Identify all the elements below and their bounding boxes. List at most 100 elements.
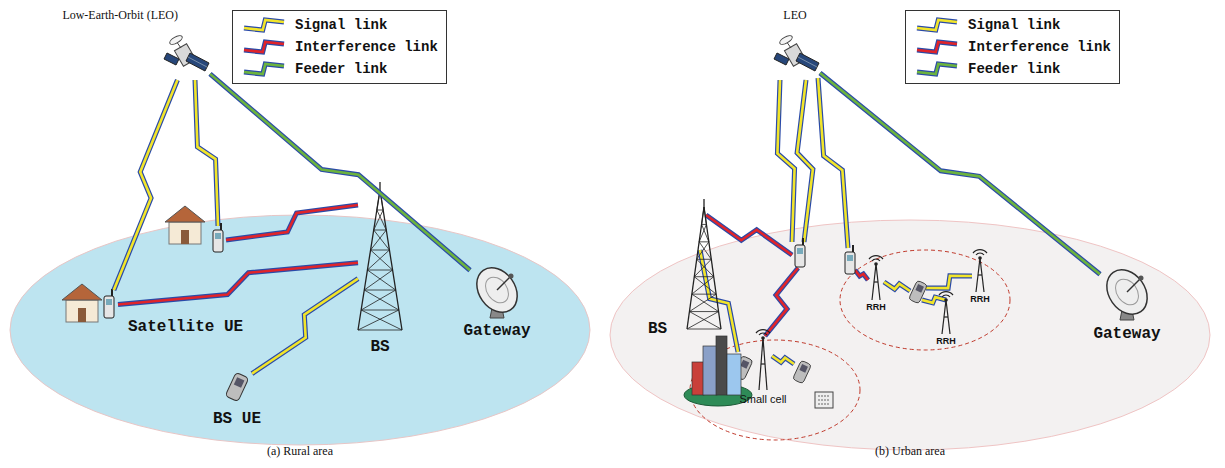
legend-row: Signal link (914, 14, 1111, 36)
device-icons (62, 34, 1156, 408)
link-core (244, 42, 284, 52)
link-core (244, 64, 284, 74)
satellite-icon (774, 34, 819, 71)
legend-row: Feeder link (241, 58, 438, 80)
link-core (195, 80, 218, 226)
legend-swatch (241, 38, 287, 56)
device-node: BS (358, 188, 402, 330)
link-outline (855, 270, 868, 280)
legend-swatch (914, 60, 960, 78)
base-station-tower (687, 199, 721, 329)
link-core (820, 73, 1100, 274)
link-core (226, 205, 358, 240)
legend-row: Interference link (241, 36, 438, 58)
device-node: BS UE (222, 366, 252, 408)
link-core (118, 263, 358, 305)
device-node: Small cell (752, 335, 774, 390)
link-outline (926, 276, 972, 288)
legend-swatch (914, 16, 960, 34)
radio-link (195, 80, 218, 226)
legend-text: Interference link (295, 39, 438, 55)
link-core (244, 20, 284, 30)
panel-caption: (b) Urban area (875, 444, 945, 459)
legend-row: Feeder link (914, 58, 1111, 80)
radio-link (226, 205, 358, 240)
link-core (855, 270, 868, 280)
link-core (917, 64, 957, 74)
phone-icon (793, 360, 812, 384)
radio-link (926, 276, 972, 288)
handset-icon (795, 238, 805, 267)
small-building (815, 392, 833, 408)
link-outline (797, 80, 813, 242)
link-core (818, 78, 848, 248)
device-node: Low-Earth-Orbit (LEO) (160, 30, 210, 80)
radio-link (922, 297, 946, 303)
legend-text: Feeder link (295, 61, 387, 77)
link-core (777, 80, 794, 242)
gateway-dish (468, 260, 525, 320)
radio-link (772, 356, 794, 364)
link-core (772, 356, 794, 364)
radio-link (252, 279, 358, 374)
radio-link (706, 215, 792, 255)
device-label: LEO (783, 8, 806, 23)
legend-text: Signal link (968, 17, 1060, 33)
legend-text: Signal link (295, 17, 387, 33)
legend-box: Signal linkInterference linkFeeder link (232, 10, 447, 84)
link-outline (922, 297, 946, 303)
device-label: Low-Earth-Orbit (LEO) (62, 8, 178, 23)
device-label: RRH (936, 336, 956, 346)
radio-link (777, 80, 794, 242)
small-cell-antenna (756, 330, 770, 390)
radio-link (884, 282, 910, 291)
link-core (917, 42, 957, 52)
handset-icon (213, 223, 223, 252)
legend-row: Signal link (241, 14, 438, 36)
link-core (765, 268, 798, 336)
device-label: RRH (866, 302, 886, 312)
urban-area (610, 220, 1210, 450)
link-outline (917, 20, 957, 30)
small-cell-antenna (869, 256, 883, 300)
link-core (252, 279, 358, 374)
legend-swatch (241, 16, 287, 34)
rural-area (10, 215, 590, 445)
device-node: Gateway (470, 262, 525, 320)
link-outline (820, 73, 1100, 274)
link-outline (884, 282, 910, 291)
small-cell-antenna (939, 292, 953, 334)
legend-box: Signal linkInterference linkFeeder link (905, 10, 1120, 84)
device-label: BS UE (213, 410, 261, 428)
house-icon (165, 206, 205, 244)
radio-link (820, 73, 1100, 274)
device-node: Gateway (1100, 265, 1155, 323)
phone-icon (909, 280, 928, 304)
device-label: RRH (970, 294, 990, 304)
device-label: Small cell (739, 393, 786, 405)
radio-link (210, 74, 470, 270)
handset-icon (845, 245, 855, 274)
device-node: RRH (868, 262, 884, 300)
device-node: RRH (938, 298, 954, 334)
link-core (884, 282, 910, 291)
small-cell-antenna (973, 250, 987, 292)
link-outline (226, 205, 358, 240)
link-outline (210, 74, 470, 270)
link-outline (772, 356, 794, 364)
legend-swatch (241, 60, 287, 78)
link-outline (252, 279, 358, 374)
radio-link (855, 270, 868, 280)
device-node: RRH (972, 256, 988, 292)
link-outline (114, 80, 178, 290)
link-outline (118, 263, 358, 305)
rrh-region (840, 250, 1010, 350)
link-core (706, 215, 792, 255)
link-core (922, 297, 946, 303)
legend-text: Interference link (968, 39, 1111, 55)
link-core (210, 74, 470, 270)
link-core (797, 80, 813, 242)
gateway-dish (1098, 262, 1155, 322)
link-core (917, 20, 957, 30)
link-outline (777, 80, 794, 242)
